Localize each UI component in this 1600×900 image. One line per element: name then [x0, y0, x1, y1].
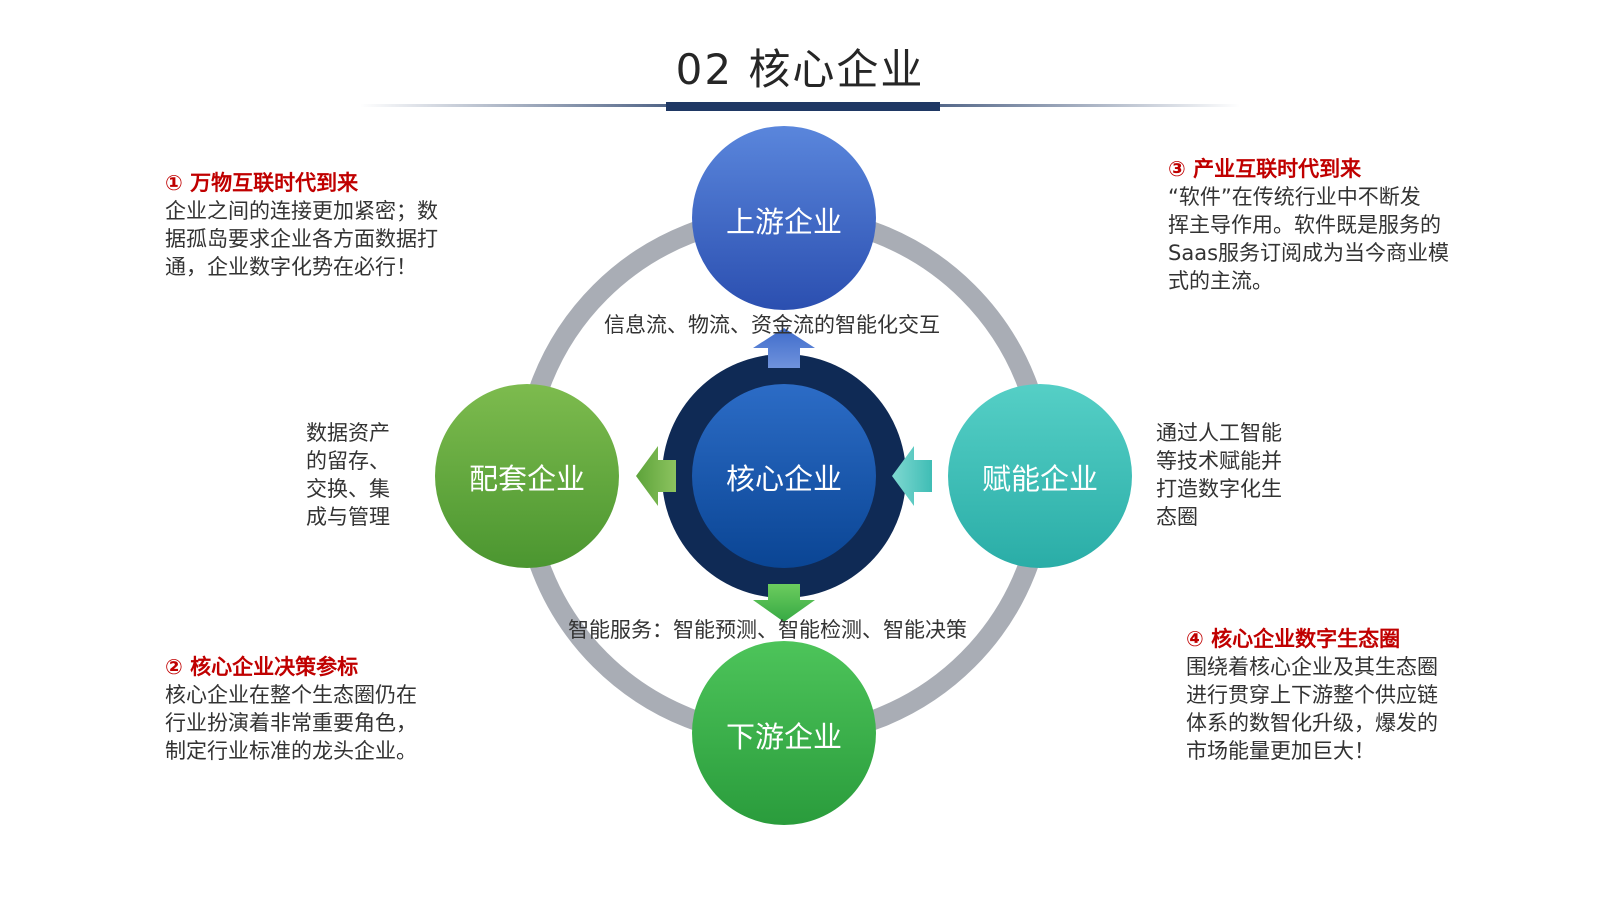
- downstream-node-label: 下游企业: [725, 720, 842, 754]
- info-block-line: 据孤岛要求企业各方面数据打: [165, 227, 438, 251]
- supporting-note-line: 数据资产: [306, 421, 390, 445]
- info-block-line: “软件”在传统行业中不断发: [1168, 185, 1421, 209]
- enabling-note: 通过人工智能 等技术赋能并 打造数字化生 态圈: [1156, 419, 1282, 531]
- supporting-node: [435, 384, 619, 568]
- info-block-line: 核心企业在整个生态圈仍在: [165, 683, 417, 707]
- downstream-flow-label: 智能服务：智能预测、智能检测、智能决策: [568, 618, 967, 642]
- supporting-node-label: 配套企业: [468, 462, 585, 496]
- upstream-flow-label: 信息流、物流、资金流的智能化交互: [604, 313, 940, 337]
- core-node: [692, 384, 876, 568]
- info-block-line: 体系的数智化升级，爆发的: [1186, 711, 1438, 735]
- enabling-note-line: 打造数字化生: [1156, 477, 1282, 501]
- enabling-note-line: 等技术赋能并: [1156, 449, 1282, 473]
- info-block-heading: ③ 产业互联时代到来: [1168, 157, 1362, 181]
- arrow-left: [636, 446, 676, 506]
- upstream-node-label: 上游企业: [725, 205, 842, 239]
- page-title: 02 核心企业: [675, 45, 925, 94]
- info-block-4: ④ 核心企业数字生态圈 围绕着核心企业及其生态圈 进行贯穿上下游整个供应链 体系…: [1186, 625, 1496, 765]
- info-block-line: 企业之间的连接更加紧密；数: [165, 199, 438, 223]
- enabling-node: [948, 384, 1132, 568]
- info-block-line: 通，企业数字化势在必行！: [165, 255, 417, 279]
- info-block-line: 行业扮演着非常重要角色，: [165, 711, 417, 735]
- info-block-heading: ① 万物互联时代到来: [165, 171, 359, 195]
- info-block-2: ② 核心企业决策参标 核心企业在整个生态圈仍在 行业扮演着非常重要角色， 制定行…: [165, 653, 475, 765]
- title-accent-bar: [666, 102, 940, 111]
- downstream-node: [692, 641, 876, 825]
- info-block-line: 式的主流。: [1168, 269, 1273, 293]
- upstream-node: [692, 126, 876, 310]
- info-block-1: ① 万物互联时代到来 企业之间的连接更加紧密；数 据孤岛要求企业各方面数据打 通…: [165, 169, 475, 281]
- core-node-label: 核心企业: [725, 462, 842, 496]
- supporting-note-line: 交换、集: [306, 477, 390, 501]
- info-block-heading: ② 核心企业决策参标: [165, 655, 359, 679]
- info-block-line: 围绕着核心企业及其生态圈: [1186, 655, 1438, 679]
- info-block-line: 进行贯穿上下游整个供应链: [1186, 683, 1438, 707]
- info-block-line: 制定行业标准的龙头企业。: [165, 739, 417, 763]
- arrow-up: [753, 328, 815, 368]
- info-block-heading: ④ 核心企业数字生态圈: [1186, 627, 1401, 651]
- info-block-line: Saas服务订阅成为当今商业模: [1168, 241, 1450, 265]
- arrow-down: [753, 584, 815, 622]
- arrow-right: [892, 446, 932, 506]
- supporting-note-line: 的留存、: [306, 449, 390, 473]
- info-block-3: ③ 产业互联时代到来 “软件”在传统行业中不断发 挥主导作用。软件既是服务的 S…: [1168, 155, 1478, 295]
- info-block-line: 市场能量更加巨大！: [1186, 739, 1375, 763]
- supporting-note-line: 成与管理: [306, 505, 390, 529]
- enabling-node-label: 赋能企业: [981, 462, 1098, 496]
- enabling-note-line: 态圈: [1156, 505, 1198, 529]
- info-block-line: 挥主导作用。软件既是服务的: [1168, 213, 1441, 237]
- enabling-note-line: 通过人工智能: [1156, 421, 1282, 445]
- supporting-note: 数据资产 的留存、 交换、集 成与管理: [306, 419, 390, 531]
